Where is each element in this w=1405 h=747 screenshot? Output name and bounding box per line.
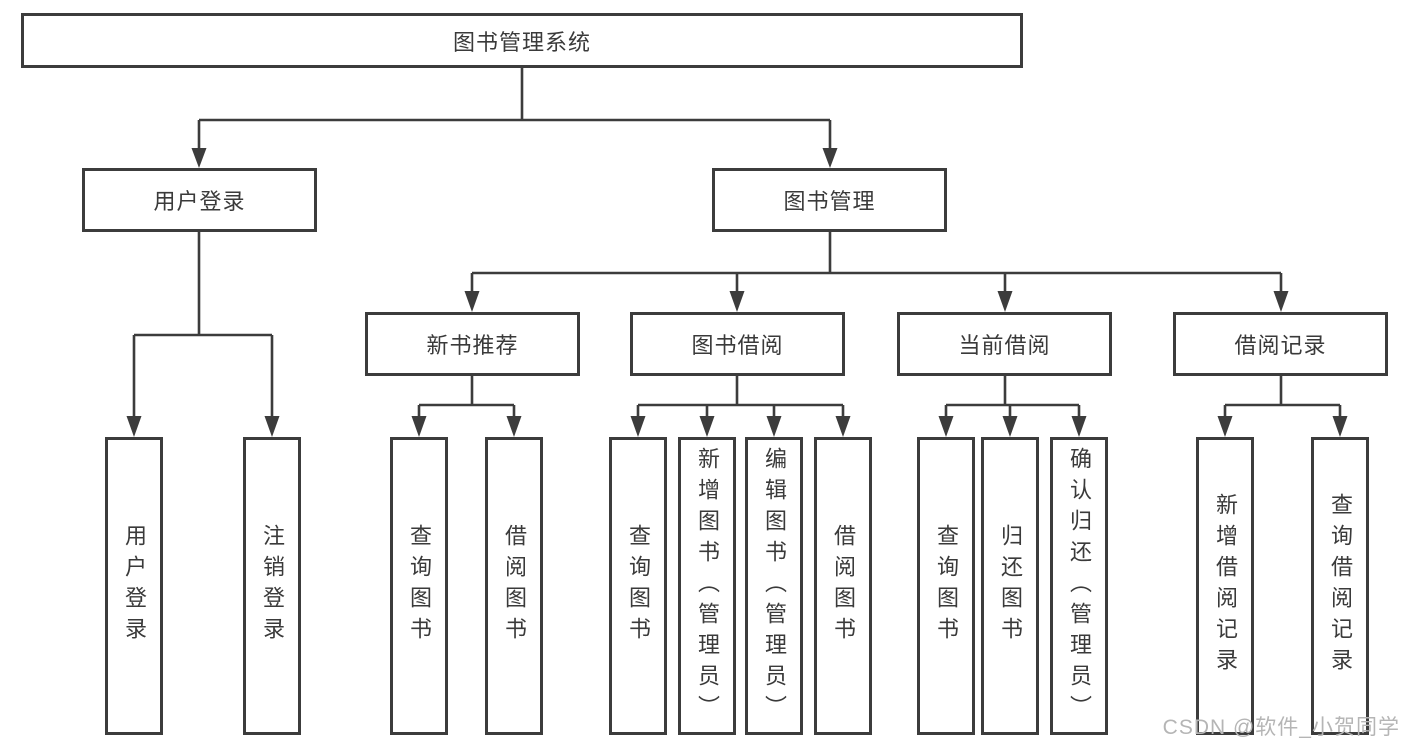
leaf-borrow-books-recommend: 借阅图书 bbox=[485, 437, 543, 735]
node-new-book-recommend: 新书推荐 bbox=[365, 312, 580, 376]
node-label: 查询图书 bbox=[407, 524, 432, 648]
node-label: 图书管理 bbox=[783, 189, 876, 214]
node-label: 用户登录 bbox=[153, 189, 246, 214]
node-label: 查询借阅记录 bbox=[1328, 493, 1353, 679]
node-label: 新书推荐 bbox=[426, 333, 519, 358]
leaf-query-books-current: 查询图书 bbox=[917, 437, 975, 735]
node-current-borrowing: 当前借阅 bbox=[897, 312, 1112, 376]
node-user-login-module: 用户登录 bbox=[82, 168, 317, 232]
node-label: 注销登录 bbox=[260, 524, 285, 648]
node-book-borrowing: 图书借阅 bbox=[630, 312, 845, 376]
node-label: 借阅图书 bbox=[502, 524, 527, 648]
node-label: 确认归还（管理员） bbox=[1067, 446, 1092, 726]
node-borrowing-records: 借阅记录 bbox=[1173, 312, 1388, 376]
node-label: 借阅图书 bbox=[831, 524, 856, 648]
node-label: 编辑图书（管理员） bbox=[762, 446, 787, 726]
node-label: 新增借阅记录 bbox=[1213, 493, 1238, 679]
node-label: 图书借阅 bbox=[691, 333, 784, 358]
node-library-system: 图书管理系统 bbox=[21, 13, 1023, 68]
node-label: 当前借阅 bbox=[958, 333, 1051, 358]
leaf-borrow-books: 借阅图书 bbox=[814, 437, 872, 735]
leaf-query-books-recommend: 查询图书 bbox=[390, 437, 448, 735]
leaf-logout: 注销登录 bbox=[243, 437, 301, 735]
csdn-watermark: CSDN @软件_小贺同学 bbox=[1162, 716, 1400, 739]
leaf-query-books-borrow: 查询图书 bbox=[609, 437, 667, 735]
leaf-return-books: 归还图书 bbox=[981, 437, 1039, 735]
leaf-confirm-return-admin: 确认归还（管理员） bbox=[1050, 437, 1108, 735]
leaf-user-login: 用户登录 bbox=[105, 437, 163, 735]
node-label: 用户登录 bbox=[122, 524, 147, 648]
node-label: 借阅记录 bbox=[1234, 333, 1327, 358]
node-label: 归还图书 bbox=[998, 524, 1023, 648]
node-book-management-module: 图书管理 bbox=[712, 168, 947, 232]
leaf-add-borrow-record: 新增借阅记录 bbox=[1196, 437, 1254, 735]
leaf-edit-books-admin: 编辑图书（管理员） bbox=[745, 437, 803, 735]
leaf-add-books-admin: 新增图书（管理员） bbox=[678, 437, 736, 735]
node-label: 新增图书（管理员） bbox=[695, 446, 720, 726]
node-label: 图书管理系统 bbox=[452, 29, 591, 55]
leaf-query-borrow-record: 查询借阅记录 bbox=[1311, 437, 1369, 735]
node-label: 查询图书 bbox=[626, 524, 651, 648]
node-label: 查询图书 bbox=[934, 524, 959, 648]
